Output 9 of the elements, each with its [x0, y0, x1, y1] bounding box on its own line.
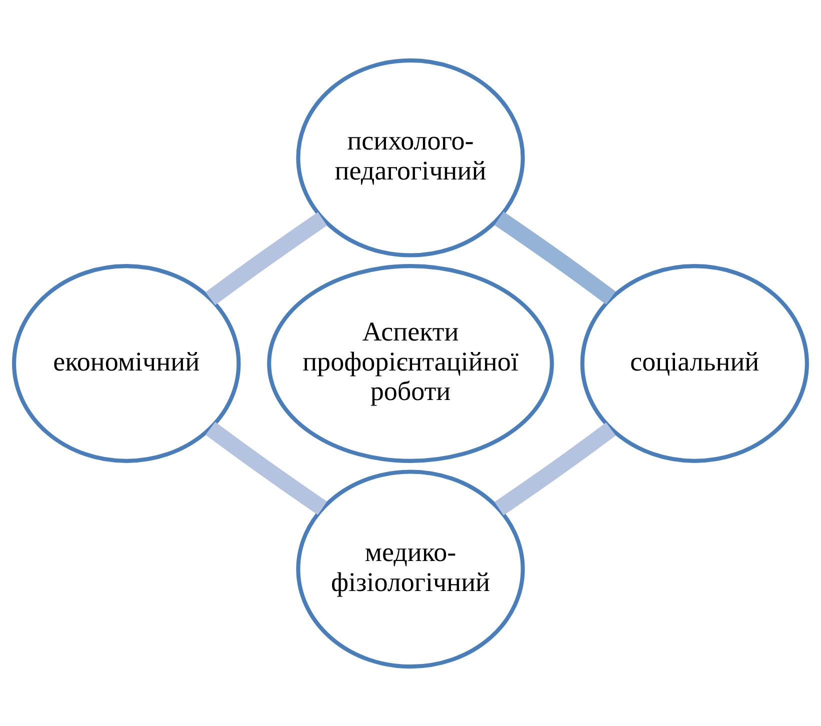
connector: [206, 421, 328, 514]
node-ellipse: Аспекти профорієнтаційної роботи: [267, 264, 554, 462]
connector: [494, 422, 616, 515]
node-ellipse: соціальний: [580, 264, 809, 462]
connector: [494, 211, 616, 304]
node-ellipse: медико- фізіологічний: [296, 469, 525, 668]
node-ellipse: економічний: [12, 264, 241, 462]
connector: [206, 212, 328, 305]
node-ellipse: психолого- педагогічний: [296, 58, 525, 257]
